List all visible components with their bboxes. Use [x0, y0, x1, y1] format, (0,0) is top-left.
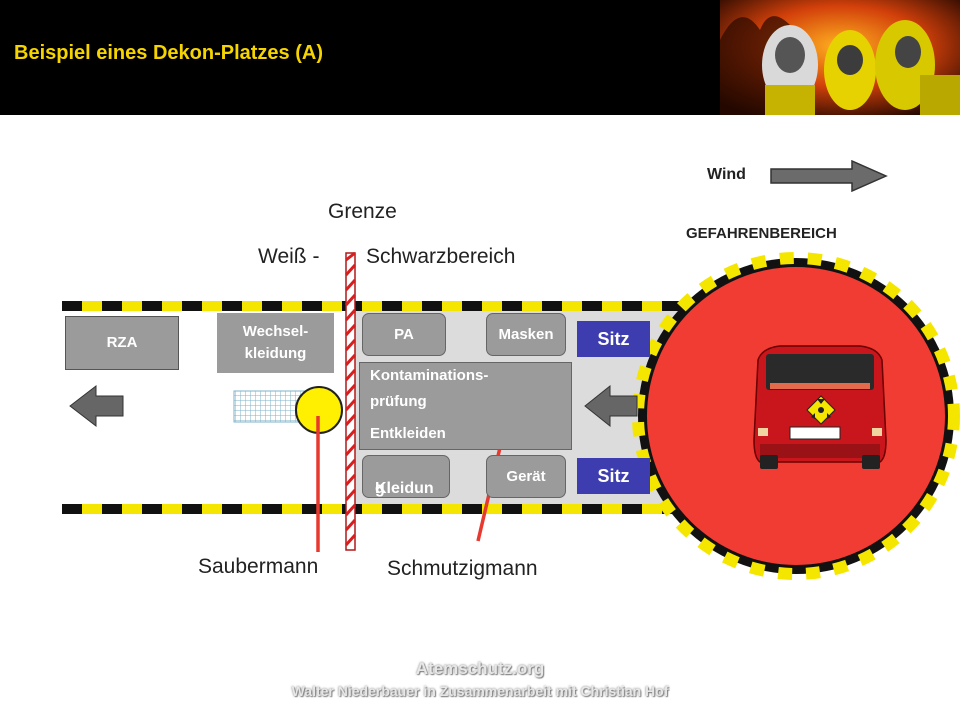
- masks-station: Masken: [486, 313, 566, 356]
- firefighters-photo: [720, 0, 960, 115]
- hazard-tape-top: [62, 301, 698, 311]
- clothing-label-line1: Kleidun: [375, 480, 434, 497]
- border-post: [344, 251, 357, 551]
- entry-arrow-icon: [584, 384, 638, 428]
- white-area-label: Weiß -: [258, 245, 320, 268]
- clothing-station: Kleidun g: [362, 455, 450, 498]
- rza-label: RZA: [106, 334, 138, 351]
- seat-bottom-label: Sitz: [597, 465, 630, 486]
- wind-arrow-icon: [770, 160, 888, 192]
- danger-area-label: GEFAHRENBEREICH: [686, 225, 837, 242]
- hazard-tape-bottom: [62, 504, 698, 514]
- change-clothes-station: Wechsel- kleidung: [217, 313, 334, 373]
- change-clothes-label-line2: kleidung: [244, 345, 307, 362]
- contamination-label-line2: prüfung: [370, 393, 427, 410]
- seat-bottom: Sitz: [577, 458, 650, 494]
- change-clothes-label-line1: Wechsel-: [242, 323, 309, 340]
- equipment-station: Gerät: [486, 455, 566, 498]
- contamination-label-line3: Entkleiden: [370, 425, 446, 442]
- footer-credit: Walter Niederbauer in Zusammenarbeit mit…: [291, 683, 669, 699]
- rza-station: RZA: [65, 316, 179, 370]
- border-label: Grenze: [328, 200, 397, 223]
- black-area-label: Schwarzbereich: [366, 245, 516, 268]
- wind-label: Wind: [707, 166, 746, 183]
- contamination-check-station: Kontaminations- prüfung Entkleiden: [359, 362, 572, 450]
- exit-arrow-left-icon: [69, 384, 124, 428]
- contamination-label-line1: Kontaminations-: [370, 367, 489, 384]
- seat-top: Sitz: [577, 321, 650, 357]
- pa-station: PA: [362, 313, 446, 356]
- hazmat-vehicle: [753, 345, 887, 469]
- schmutzigmann-label: Schmutzigmann: [387, 557, 538, 580]
- footer-site-name: Atemschutz.org: [415, 659, 545, 678]
- clothing-label-line2: g: [375, 480, 385, 497]
- masks-label: Masken: [498, 325, 554, 343]
- slide-title: Beispiel eines Dekon-Platzes (A): [14, 42, 323, 64]
- header-bar: Beispiel eines Dekon-Platzes (A): [0, 0, 960, 115]
- saubermann-label: Saubermann: [198, 555, 319, 578]
- equipment-label: Gerät: [506, 467, 546, 485]
- seat-top-label: Sitz: [597, 328, 630, 349]
- pa-label: PA: [394, 325, 414, 343]
